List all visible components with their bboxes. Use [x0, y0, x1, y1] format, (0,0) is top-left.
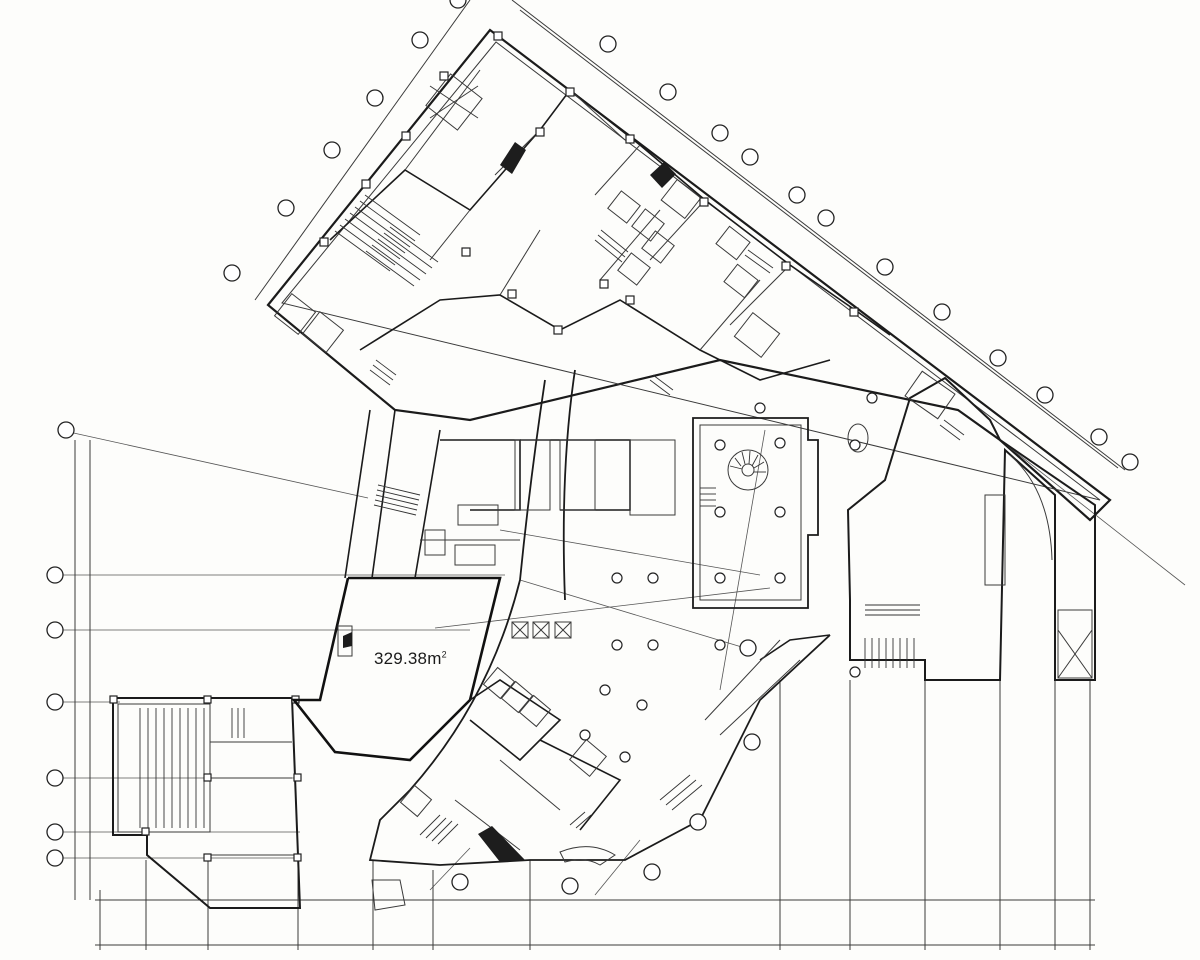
column-markers: [579, 392, 878, 763]
east-block: [704, 370, 1096, 736]
tenant-space: [291, 409, 502, 762]
southwest-block: [109, 695, 302, 909]
area-unit-superscript: 2: [441, 649, 447, 660]
grid-lines: [55, 429, 1186, 896]
left-dimensions: [74, 440, 1095, 950]
area-unit: m: [427, 649, 442, 668]
north-wing: [254, 0, 1126, 522]
south-wing: [368, 369, 831, 911]
corridor: [420, 439, 676, 566]
atrium: [692, 417, 819, 609]
grid-bubbles: [46, 0, 1139, 895]
area-label: 329.38m2: [374, 649, 447, 669]
area-value: 329.38: [374, 649, 428, 668]
